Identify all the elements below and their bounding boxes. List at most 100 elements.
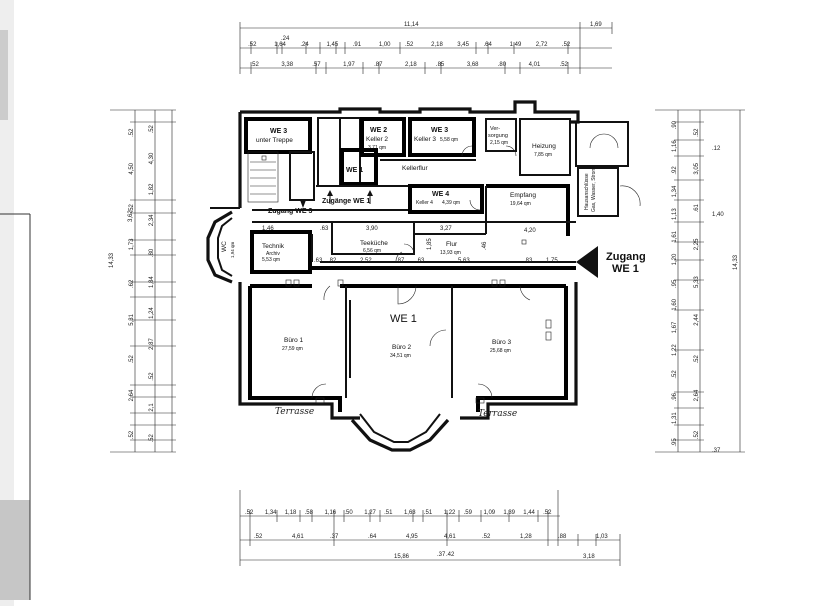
dim-label: 2,64 <box>129 389 135 401</box>
room-technik-name: Technik <box>262 243 285 250</box>
dim-right-extra-bottom: 3,18 <box>583 554 595 560</box>
dim-label: 2,18 <box>431 42 443 48</box>
dim-label: .61 <box>694 203 700 212</box>
dim-label: 2,87 <box>149 337 155 349</box>
room-keller3-title: WE 3 <box>431 127 448 134</box>
dim-label: .91 <box>353 42 362 48</box>
dim-label: 1,18 <box>285 510 297 516</box>
room-we3-title: WE 3 <box>270 128 287 135</box>
entrance-sub: WE 1 <box>612 263 639 275</box>
dim-label: .52 <box>562 42 571 48</box>
room-versorgung-name2: sorgung <box>488 133 508 139</box>
room-wc-name: WC <box>221 241 228 252</box>
room-heizung-name: Heizung <box>532 143 556 150</box>
dim-label: 3,05 <box>694 162 700 174</box>
dim-label: 1,31 <box>672 412 678 424</box>
dim-label: .64 <box>483 42 492 48</box>
dim-label: 4,20 <box>524 228 536 234</box>
dim-label: 1,22 <box>672 344 678 356</box>
dim-label: 4,95 <box>406 534 418 540</box>
room-keller2-area: 3,71 qm <box>368 145 386 151</box>
dim-label: .62 <box>129 279 135 288</box>
room-zugaenge: Zugänge WE 1 <box>322 198 370 205</box>
dim-label: .52 <box>694 355 700 364</box>
entrance-arrows: Zugang WE 1 <box>300 190 646 278</box>
dim-label: .52 <box>129 430 135 439</box>
dim-label: .52 <box>248 42 257 48</box>
scan-shadow <box>0 500 30 600</box>
dim-label: .57 <box>312 62 321 68</box>
dim-label: 1,85 <box>427 238 433 250</box>
room-keller4-name: Keller 4 <box>416 200 433 206</box>
dim-label: 1,45 <box>327 42 339 48</box>
dim-label: .82 <box>328 258 337 264</box>
building-walls <box>206 100 580 452</box>
dim-label: .64 <box>368 534 377 540</box>
dim-label: 3,38 <box>281 62 293 68</box>
dim-label: .52 <box>245 510 254 516</box>
inner-dimensions: 1,46 .63 3,90 3,27 4,20 .63 .82 2,52 .87… <box>262 226 558 264</box>
dim-right-extra: 1,69 <box>590 22 602 28</box>
dim-label: 1,22 <box>444 510 456 516</box>
dim-label: .52 <box>129 355 135 364</box>
room-keller4-title: WE 4 <box>432 191 449 198</box>
room-hausanschluss-2: Gas, Wasser, Strom <box>591 167 597 212</box>
dim-label: .63 <box>314 258 323 264</box>
dim-label: .52 <box>560 62 569 68</box>
dim-label: .52 <box>129 128 135 137</box>
dim-label: .63 <box>416 258 425 264</box>
dim-label: 1,63 <box>404 510 416 516</box>
arrow-up-icon <box>367 190 373 196</box>
dim-label: 1,28 <box>520 534 532 540</box>
dim-label: .24 <box>281 36 290 42</box>
room-heizung-area: 7,85 qm <box>534 152 552 158</box>
dim-label: .12 <box>712 146 721 152</box>
dim-label: .52 <box>149 434 155 443</box>
dim-label: 1,20 <box>672 253 678 265</box>
dim-total-bottom: 15,86 <box>394 554 410 560</box>
dim-label: 2,1 <box>149 403 155 412</box>
room-buero2-name: Büro 2 <box>392 344 412 351</box>
dim-label: 1,64 <box>274 42 286 48</box>
terrace-left: Terrasse <box>275 407 314 417</box>
dim-label: 1,73 <box>129 238 135 250</box>
dim-label: 4,30 <box>149 152 155 164</box>
dim-label: 1,44 <box>523 510 535 516</box>
dim-label: 3,68 <box>467 62 479 68</box>
dim-label: 1,03 <box>596 534 608 540</box>
dim-label: .90 <box>672 120 678 129</box>
dim-label: 2,44 <box>694 313 700 325</box>
dim-total: 11,14 <box>404 22 419 28</box>
dim-label: 4,50 <box>129 162 135 174</box>
room-zugang-we3: Zugang WE 3 <box>268 208 312 215</box>
dim-label: 3,27 <box>440 226 452 232</box>
dim-label: 3,45 <box>457 42 469 48</box>
dim-label: 1,16 <box>324 510 336 516</box>
dim-label: 1,34 <box>265 510 277 516</box>
terrace-right: Terrasse <box>478 409 517 419</box>
scan-shadow <box>0 0 14 606</box>
room-teekueche-area: 6,56 qm <box>363 248 381 254</box>
dim-label: .52 <box>405 42 414 48</box>
dim-label: 4,01 <box>529 62 541 68</box>
room-buero1-name: Büro 1 <box>284 337 304 344</box>
room-buero3-area: 25,68 qm <box>490 348 511 354</box>
dim-label: .96 <box>672 392 678 401</box>
dim-label: .58 <box>305 510 314 516</box>
room-buero2-area: 34,51 qm <box>390 353 411 359</box>
room-empfang-area: 19,64 qm <box>510 201 531 207</box>
room-keller3-name: Keller 3 <box>414 136 436 143</box>
dim-label: .52 <box>250 62 259 68</box>
dim-label: .50 <box>344 510 353 516</box>
room-technik-area: 5,53 qm <box>262 257 280 263</box>
room-hausanschluss-1: Hausanschlüsse <box>584 173 590 210</box>
dim-label: 1,46 <box>262 226 274 232</box>
room-kellerflur: Kellerflur <box>402 165 428 172</box>
room-wc-area: 1,94 qm <box>230 241 235 258</box>
dim-label: .85 <box>436 62 445 68</box>
dim-label: 1,75 <box>546 258 558 264</box>
dim-label: 2,72 <box>536 42 548 48</box>
dim-label: .63 <box>320 226 329 232</box>
right-dimensions: .523,05.612,255,332,44.522,64.52 .901,16… <box>655 109 745 454</box>
